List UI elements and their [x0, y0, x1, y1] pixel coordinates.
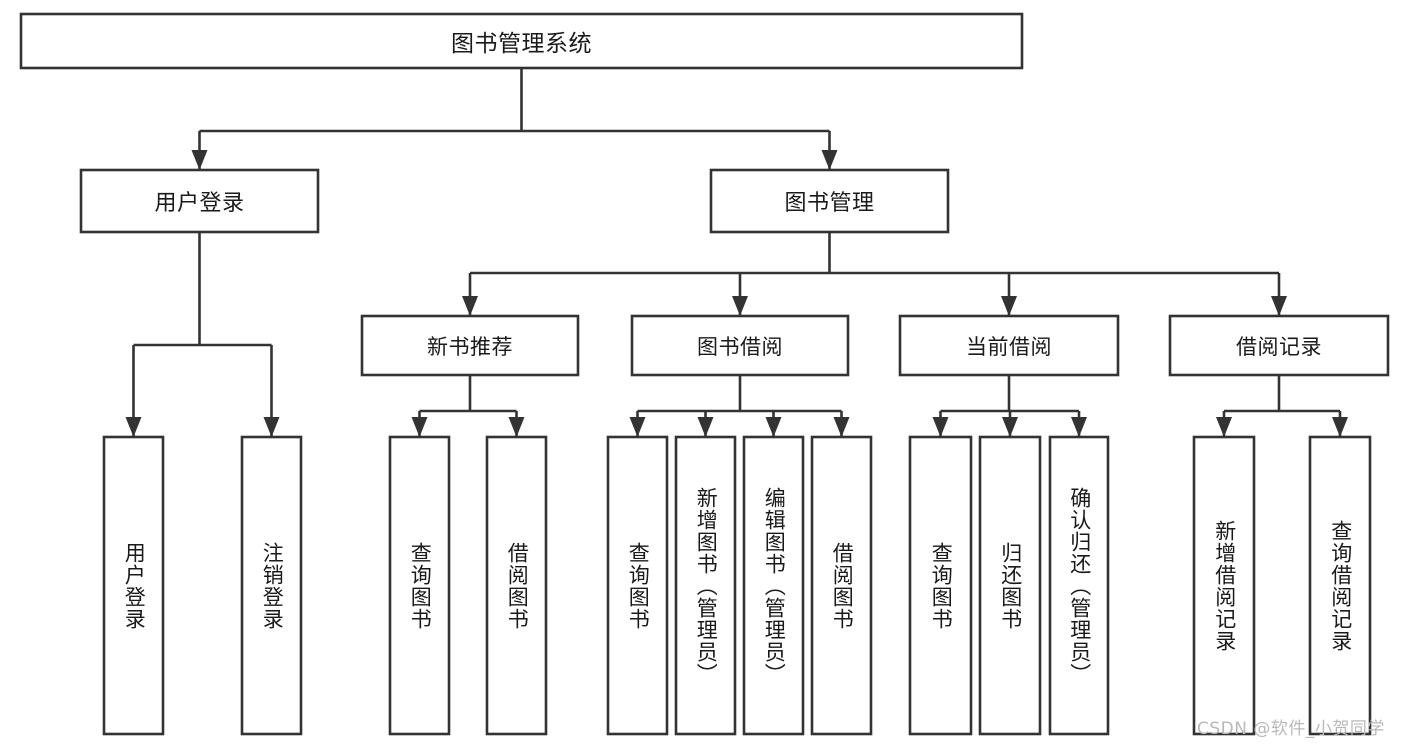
- arrow-head-icon: [125, 417, 142, 437]
- arrow-head-icon: [732, 296, 748, 316]
- arrow-head-icon: [1002, 417, 1018, 437]
- arrow-head-icon: [765, 417, 782, 437]
- node-box-new-book-rec[interactable]: [360, 314, 580, 377]
- arrow-head-icon: [1271, 296, 1287, 316]
- arrow-head-icon: [1071, 417, 1087, 437]
- arrow-head-icon: [833, 417, 850, 437]
- arrow-head-icon: [1332, 417, 1348, 437]
- arrow-head-icon: [263, 417, 280, 437]
- arrow-head-icon: [508, 417, 525, 437]
- arrow-head-icon: [411, 417, 428, 437]
- node-box-current-borrow[interactable]: [898, 314, 1120, 377]
- arrow-head-icon: [932, 417, 949, 437]
- connector-edges: [125, 68, 1348, 437]
- arrow-head-icon: [1216, 417, 1232, 437]
- arrow-head-icon: [462, 296, 478, 316]
- node-box-leaf-edit-book[interactable]: [742, 435, 805, 736]
- node-box-leaf-query-book-rec[interactable]: [388, 435, 451, 736]
- arrow-head-icon: [821, 150, 838, 170]
- node-box-leaf-user-login[interactable]: [102, 435, 165, 736]
- node-box-borrow-record[interactable]: [1168, 314, 1390, 377]
- node-box-book-manage[interactable]: [709, 168, 950, 234]
- node-box-leaf-confirm-return[interactable]: [1048, 435, 1110, 736]
- node-box-leaf-user-logout[interactable]: [240, 435, 303, 736]
- node-box-leaf-return-book[interactable]: [978, 435, 1042, 736]
- node-box-root[interactable]: [19, 12, 1024, 70]
- node-box-leaf-borrow-book[interactable]: [810, 435, 873, 736]
- node-box-leaf-add-book[interactable]: [674, 435, 737, 736]
- node-box-user-login[interactable]: [79, 168, 320, 234]
- node-box-leaf-borrow-book-rec[interactable]: [485, 435, 548, 736]
- node-box-leaf-query-book[interactable]: [606, 435, 669, 736]
- node-box-leaf-query-record[interactable]: [1308, 435, 1372, 736]
- arrow-head-icon: [629, 417, 646, 437]
- node-boxes: [19, 12, 1390, 736]
- node-box-leaf-add-record[interactable]: [1192, 435, 1256, 736]
- arrow-head-icon: [1001, 296, 1017, 316]
- node-box-book-borrow[interactable]: [630, 314, 850, 377]
- arrow-head-icon: [697, 417, 714, 437]
- arrow-head-icon: [191, 150, 208, 170]
- node-box-leaf-query-book-cur[interactable]: [908, 435, 973, 736]
